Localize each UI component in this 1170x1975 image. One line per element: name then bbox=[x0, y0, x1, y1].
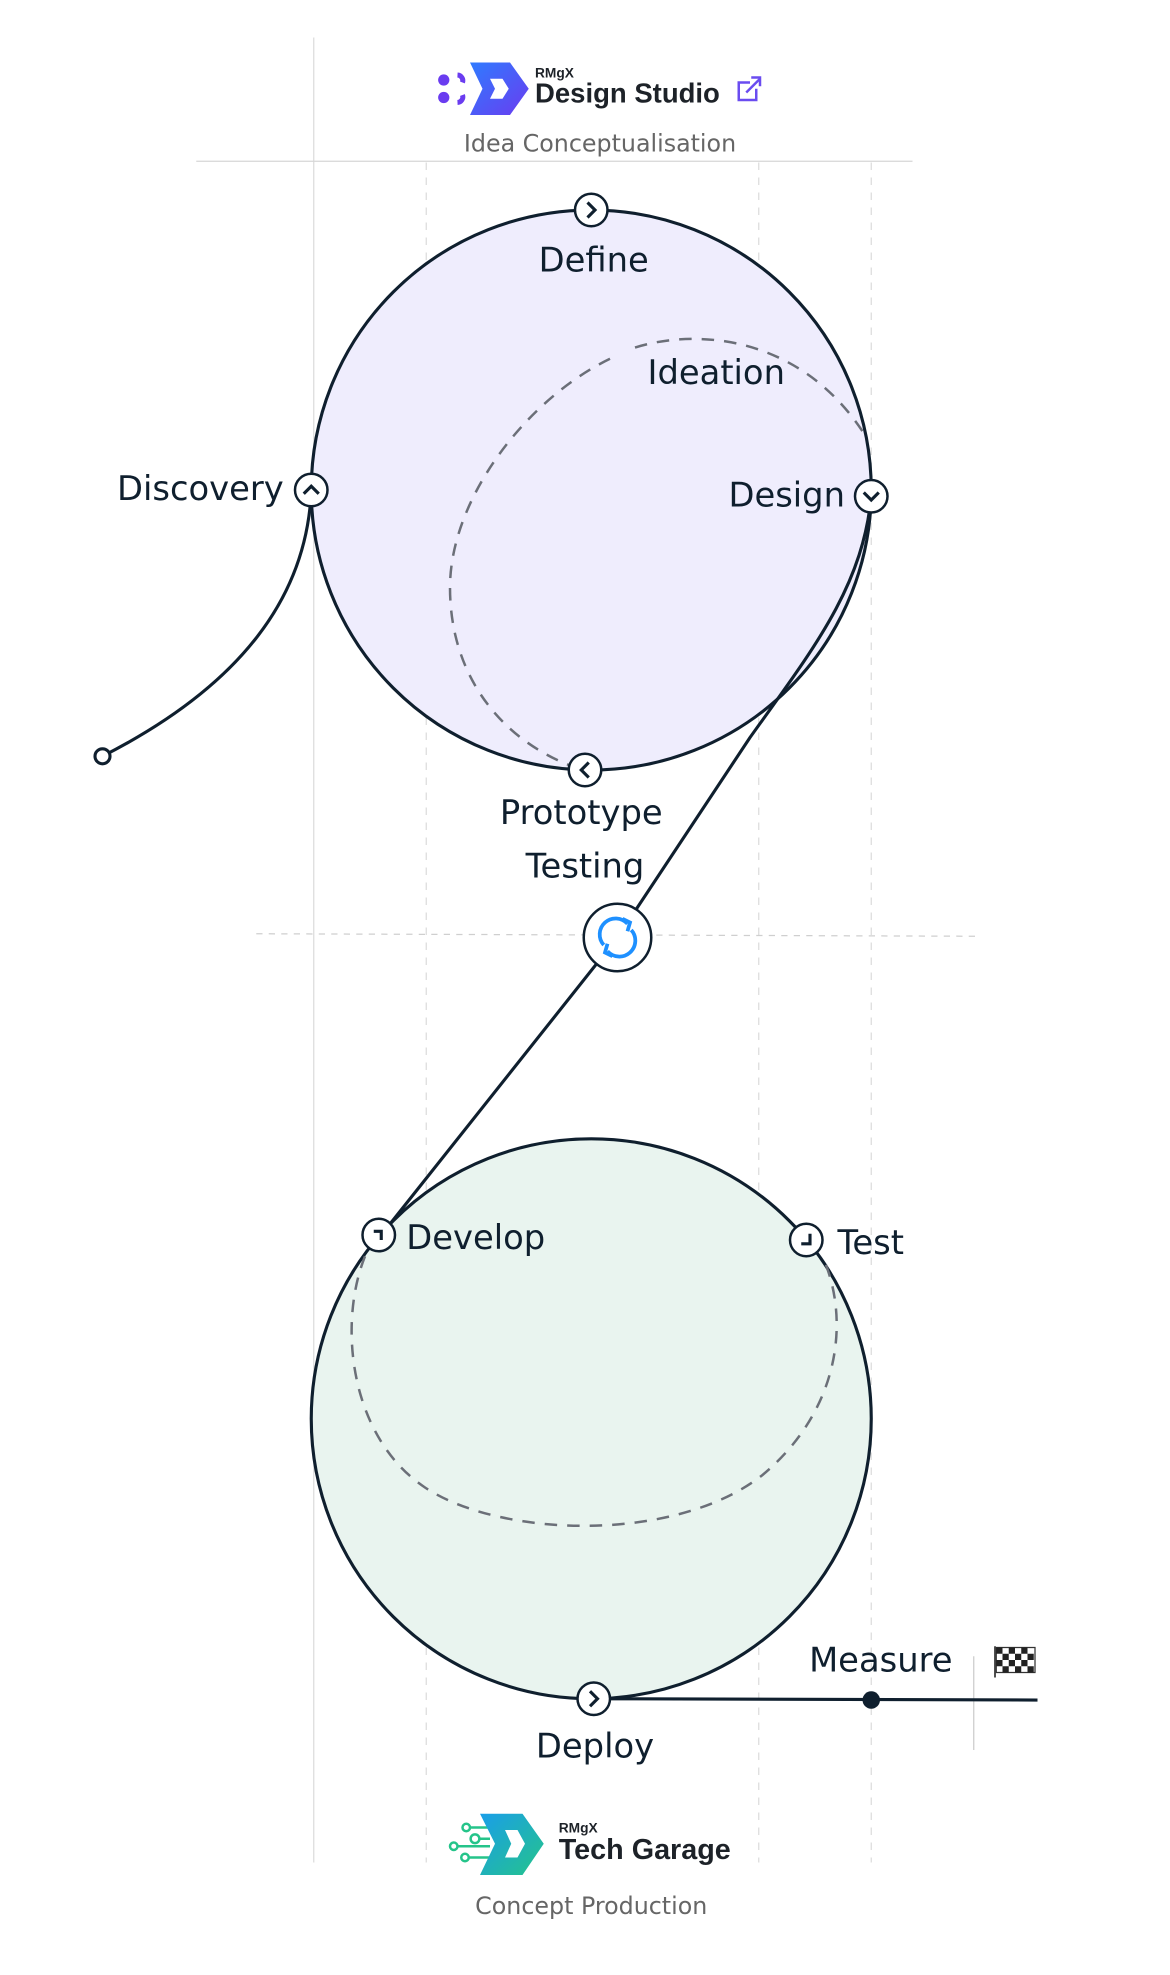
define-node-chevron-right-icon[interactable] bbox=[573, 192, 609, 228]
develop-node-arrow-icon[interactable] bbox=[361, 1217, 397, 1253]
test-node-arrow-icon[interactable] bbox=[788, 1222, 824, 1258]
discovery-path bbox=[101, 491, 313, 758]
label-ideation: Ideation bbox=[648, 353, 785, 392]
deploy-node-chevron-right-icon[interactable] bbox=[576, 1681, 612, 1717]
label-discovery: Discovery bbox=[117, 469, 284, 508]
label-test: Test bbox=[837, 1223, 904, 1262]
label-testing: Testing bbox=[525, 847, 645, 886]
design-studio-logo bbox=[438, 62, 529, 115]
measure-path bbox=[593, 1697, 1038, 1702]
start-node bbox=[93, 747, 112, 766]
tech-garage-logo bbox=[448, 1813, 544, 1875]
footer-brand-name: Tech Garage bbox=[559, 1834, 731, 1866]
label-design: Design bbox=[728, 475, 845, 514]
sync-icon[interactable] bbox=[582, 902, 653, 973]
design-dashed-path bbox=[634, 337, 864, 432]
prototype-node-chevron-left-icon[interactable] bbox=[567, 752, 603, 788]
label-measure: Measure bbox=[809, 1640, 952, 1679]
brand-small: RMgX bbox=[535, 66, 575, 81]
connector-path bbox=[380, 496, 873, 1236]
footer-brand-small: RMgX bbox=[559, 1821, 599, 1836]
checkered-flag-icon bbox=[994, 1646, 1036, 1678]
footer-subtitle: Concept Production bbox=[475, 1892, 707, 1920]
label-prototype: Prototype bbox=[500, 793, 663, 832]
production-dashed-path bbox=[350, 1255, 838, 1528]
label-develop: Develop bbox=[406, 1218, 545, 1257]
discovery-node-chevron-up-icon[interactable] bbox=[293, 472, 329, 508]
external-link-icon[interactable] bbox=[737, 76, 762, 102]
brand-name: Design Studio bbox=[535, 78, 720, 109]
header-subtitle: Idea Conceptualisation bbox=[464, 129, 736, 157]
label-deploy: Deploy bbox=[536, 1727, 654, 1766]
design-node-chevron-down-icon[interactable] bbox=[853, 478, 889, 514]
label-define: Define bbox=[539, 240, 649, 279]
production-cycle-circle bbox=[309, 1137, 873, 1701]
measure-node bbox=[862, 1691, 880, 1709]
